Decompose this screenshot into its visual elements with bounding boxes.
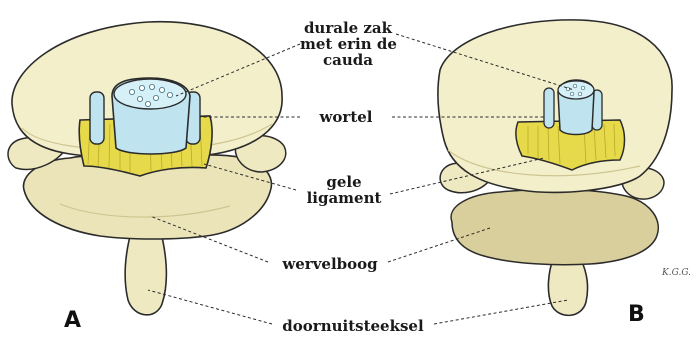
label-yellow-ligament-line2: ligament (296, 190, 392, 206)
leader-spinous-a (148, 290, 272, 324)
label-yellow-ligament: gele ligament (296, 174, 392, 206)
panel-label-b: B (628, 302, 645, 327)
vertebra-a (8, 22, 286, 315)
panel-label-a: A (64, 308, 81, 333)
artist-signature: K.G.G. (662, 268, 691, 278)
label-dural-sac-line2: met erin de (300, 36, 396, 52)
label-dural-sac: durale zak met erin de cauda (300, 20, 396, 68)
nerve-root-left-b (544, 88, 554, 128)
label-yellow-ligament-line1: gele (296, 174, 392, 190)
label-dural-sac-line1: durale zak (300, 20, 396, 36)
spinous-process-a (125, 228, 166, 315)
leader-spinous-b (434, 300, 568, 324)
label-dural-sac-line3: cauda (300, 52, 396, 68)
label-vertebral-arch: wervelboog (272, 256, 388, 272)
label-root: wortel (306, 109, 386, 125)
nerve-root-left-a (90, 92, 104, 144)
label-spinous-process: doornuitsteeksel (272, 318, 434, 334)
vertebra-b (438, 20, 672, 315)
vertebral-arch-b (451, 189, 658, 264)
